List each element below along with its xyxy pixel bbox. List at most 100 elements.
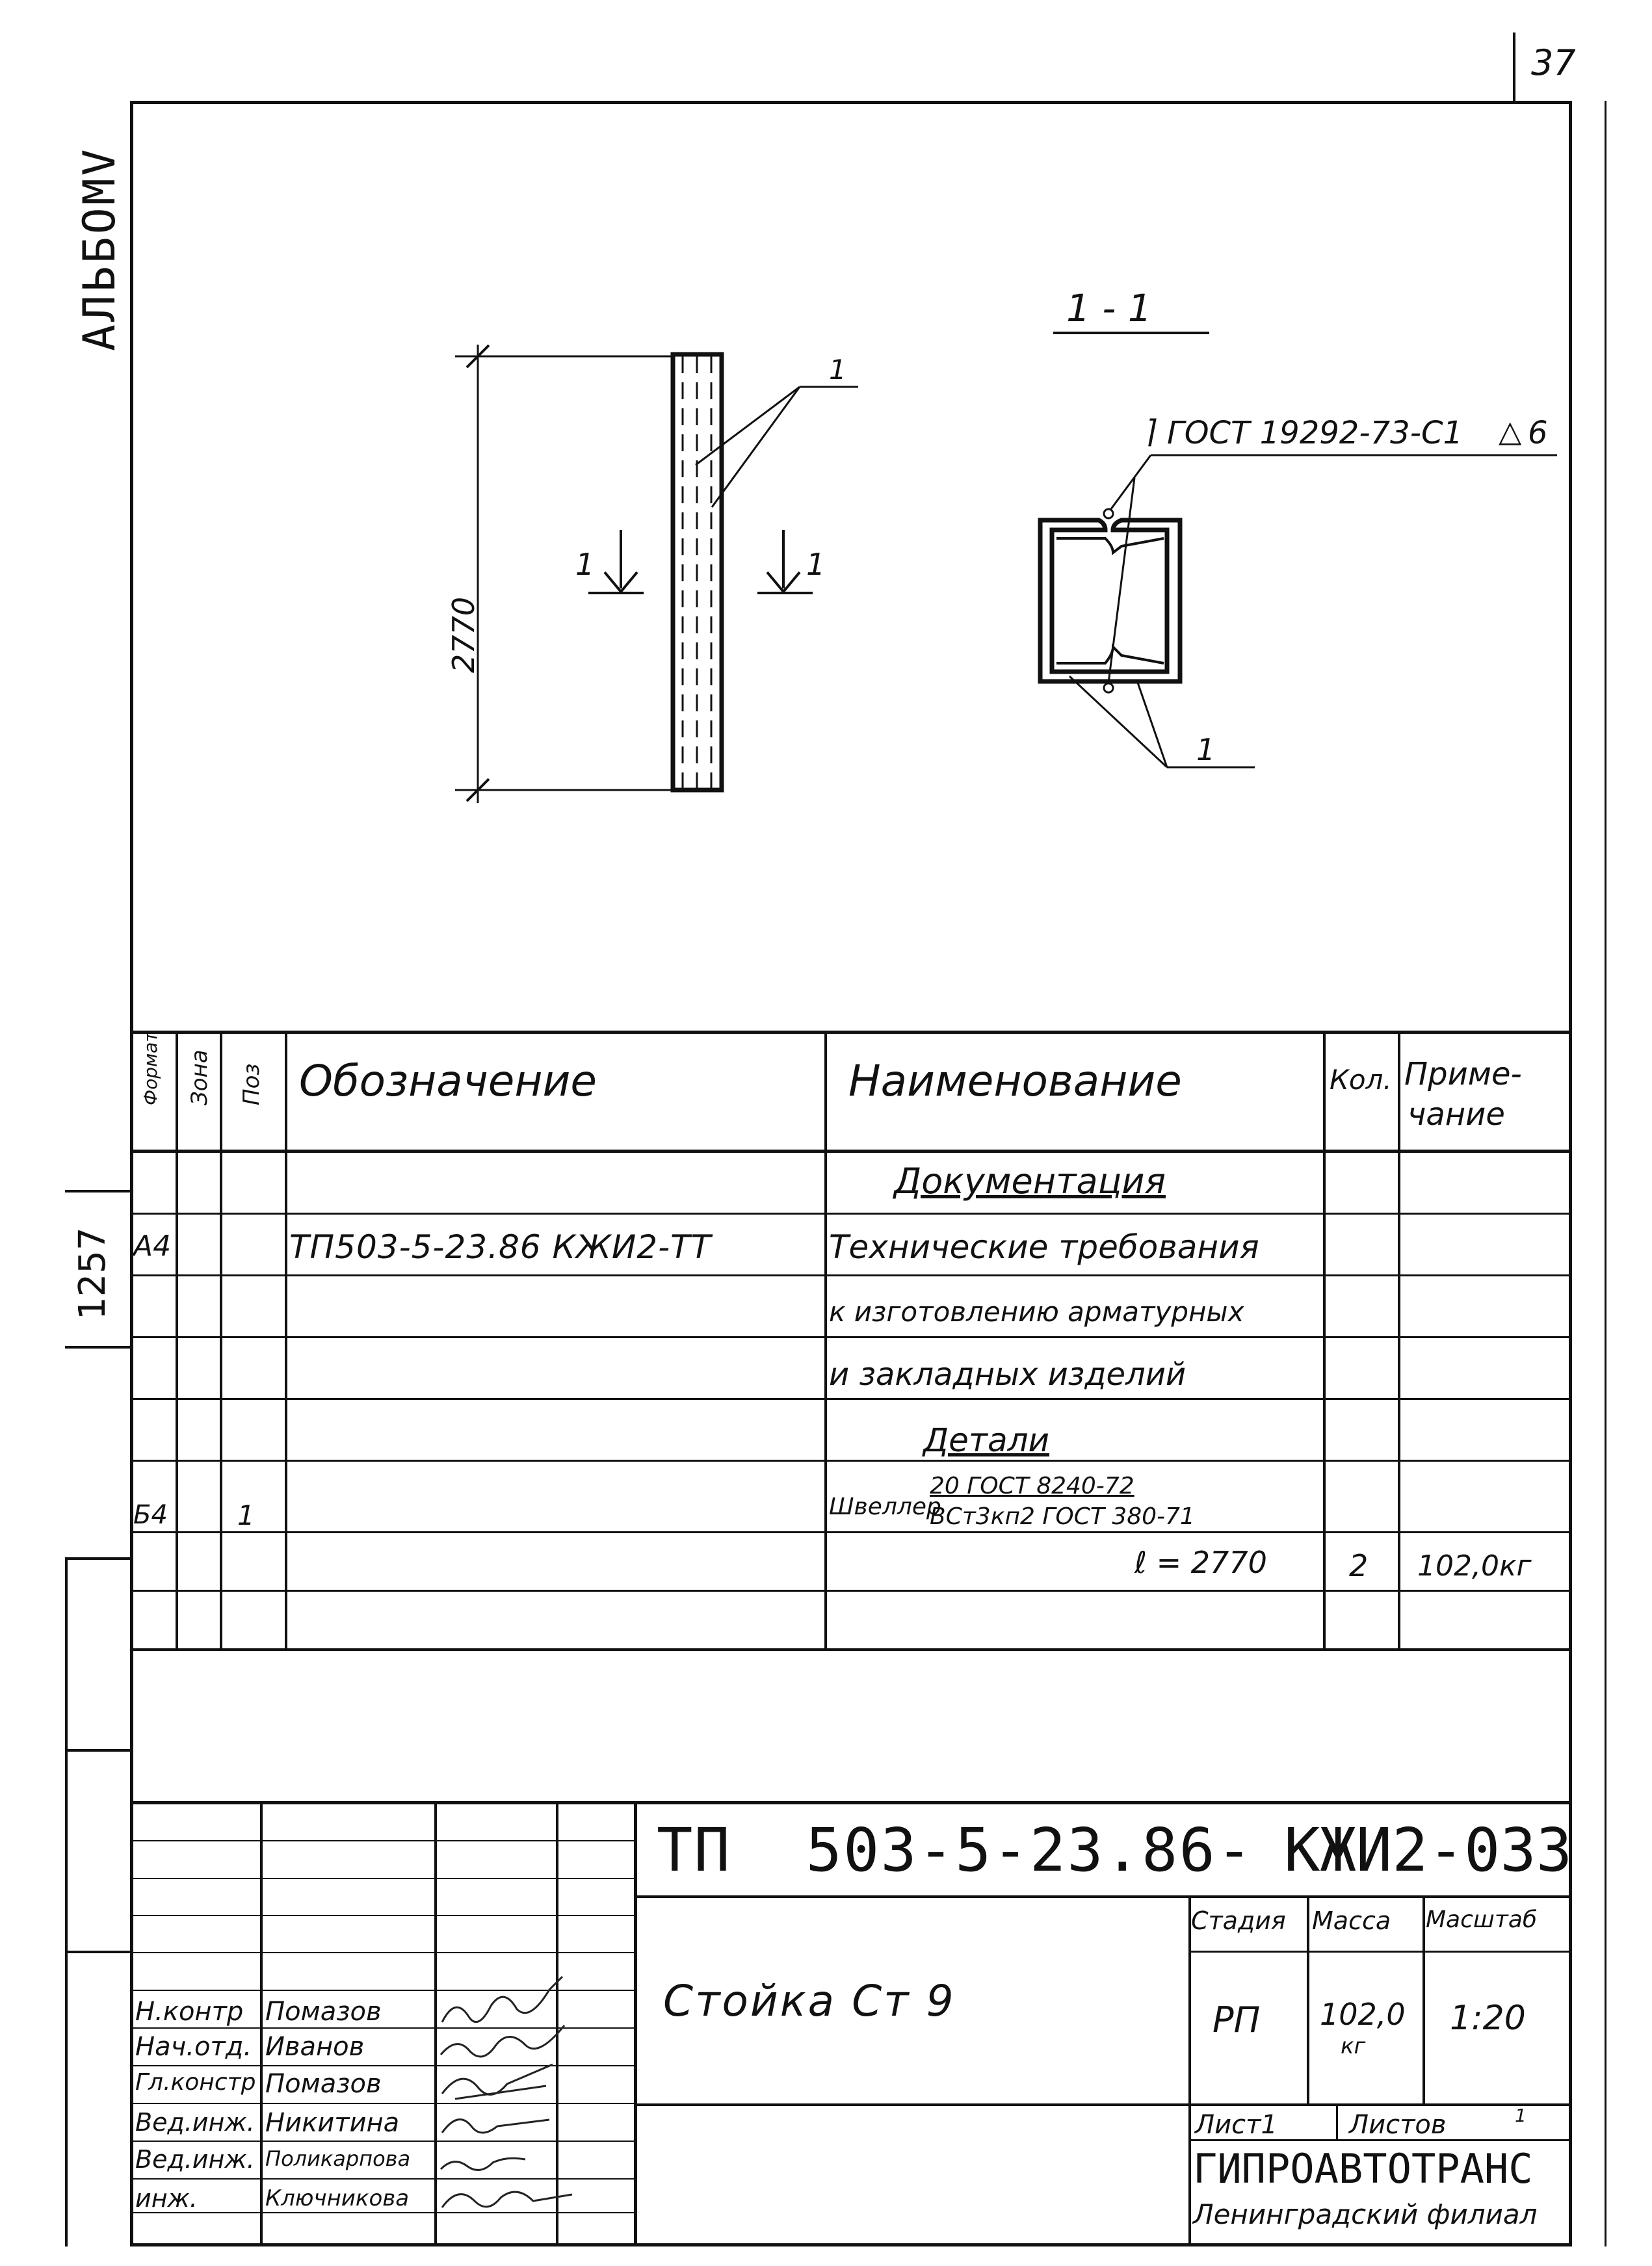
tb-line-stage — [1188, 1951, 1570, 1953]
section-mark-right: 1 — [806, 547, 826, 582]
outer-right-line — [1605, 101, 1606, 2246]
sig-row-10 — [130, 2178, 634, 2180]
section-documentation: Документация — [894, 1161, 1166, 1202]
section-mark-left: 1 — [575, 547, 595, 582]
det-name-prefix: Швеллер — [829, 1494, 941, 1520]
scale-value: 1:20 — [1450, 1999, 1526, 2038]
spec-col-5 — [1323, 1031, 1326, 1650]
drawing-svg — [455, 332, 1557, 803]
organization-branch: Ленинградский филиал — [1193, 2198, 1538, 2230]
det-length: ℓ = 2770 — [1134, 1545, 1267, 1580]
spec-row-line-7 — [130, 1590, 1570, 1592]
det-name-denominator: ВСт3кп2 ГОСТ 380-71 — [930, 1503, 1195, 1530]
sig-row-8 — [130, 2103, 634, 2104]
det-qty: 2 — [1349, 1548, 1369, 1583]
signer-role-5: Вед.инж. — [135, 2145, 255, 2174]
signer-name-3: Помазов — [265, 2069, 382, 2099]
header-format: Формат — [140, 1031, 161, 1105]
tb-col-stage — [1188, 1895, 1191, 2246]
document-code-left: ТП 503-5-23.86- — [657, 1815, 1254, 1885]
tb-col-scale — [1423, 1895, 1425, 2103]
spec-col-1 — [176, 1031, 178, 1650]
sig-row-6 — [130, 2027, 634, 2029]
header-name: Наименование — [848, 1056, 1182, 1106]
sig-row-7 — [130, 2065, 634, 2066]
tb-top-line — [130, 1801, 1570, 1804]
spec-row-line-1 — [130, 1213, 1570, 1215]
spec-col-2 — [220, 1031, 222, 1650]
sig-row-11 — [130, 2212, 634, 2213]
spec-col-4 — [824, 1031, 827, 1650]
signature-5 — [439, 2157, 526, 2171]
tb-col-mass — [1307, 1895, 1309, 2103]
sig-col-3 — [556, 1801, 558, 2246]
signer-name-6: Ключникова — [265, 2185, 410, 2211]
doc-name-2: к изготовлению арматурных — [829, 1296, 1244, 1328]
dimension-label: 2770 — [446, 596, 481, 673]
weld-triangle-icon: △ — [1499, 414, 1522, 449]
spec-row-line-8 — [130, 1648, 1570, 1651]
sig-col-1 — [260, 1801, 263, 2246]
sig-row-5 — [130, 1990, 634, 1991]
document-code-right: КЖИ2-033 — [1284, 1815, 1573, 1885]
organization: ГИПРОАВТОТРАНС — [1193, 2145, 1533, 2193]
header-qty: Кол. — [1330, 1064, 1392, 1096]
spec-col-3 — [285, 1031, 287, 1650]
header-note-2: чание — [1408, 1096, 1505, 1133]
side-divider-2 — [65, 1346, 130, 1349]
tb-col-main — [634, 1801, 637, 2246]
spec-col-6 — [1398, 1031, 1400, 1650]
side-divider-5 — [65, 1951, 130, 1953]
side-label-mid: 1257 — [72, 1227, 114, 1320]
spec-row-line-3 — [130, 1336, 1570, 1338]
signer-name-4: Никитина — [265, 2108, 400, 2138]
side-divider-4 — [65, 1749, 130, 1752]
signer-name-2: Иванов — [265, 2032, 365, 2062]
section-pos-label: 1 — [1196, 732, 1216, 767]
doc-name-3: и закладных изделий — [829, 1356, 1187, 1393]
mass-unit: кг — [1341, 2033, 1366, 2059]
doc-format: А4 — [133, 1230, 172, 1263]
header-zone: Зона — [187, 1049, 213, 1105]
page-number-box-line — [1513, 33, 1515, 104]
signer-role-4: Вед.инж. — [135, 2108, 255, 2137]
side-vertical-1 — [65, 1557, 68, 2246]
tb-line-code — [634, 1895, 1570, 1898]
signature-3 — [441, 2063, 553, 2100]
signature-2 — [439, 2025, 566, 2058]
doc-name-1: Технические требования — [829, 1228, 1259, 1266]
sig-row-2 — [130, 1878, 634, 1879]
frame-left-line — [130, 101, 133, 2246]
det-name-numerator: 20 ГОСТ 8240-72 — [930, 1473, 1134, 1499]
weld-flag-icon: ⌉ — [1144, 414, 1157, 450]
det-note: 102,0кг — [1417, 1549, 1532, 1583]
sig-row-1 — [130, 1840, 634, 1841]
weld-size: 6 — [1528, 415, 1548, 451]
det-format: Б4 — [133, 1500, 168, 1530]
side-divider-3 — [65, 1557, 130, 1560]
spec-row-line-6 — [130, 1531, 1570, 1533]
spec-row-line-5 — [130, 1460, 1570, 1462]
spec-top-line — [130, 1031, 1570, 1034]
signer-name-1: Помазов — [265, 1997, 382, 2027]
header-note-1: Приме- — [1404, 1056, 1522, 1092]
signature-1 — [441, 1975, 564, 2023]
signer-name-5: Поликарпова — [265, 2146, 411, 2171]
doc-designation: ТП503-5-23.86 КЖИ2-ТТ — [289, 1228, 712, 1266]
section-title: 1 - 1 — [1066, 286, 1152, 330]
signer-role-1: Н.контр — [135, 1997, 244, 2027]
frame-right-line — [1569, 101, 1572, 2246]
signature-6 — [441, 2191, 573, 2208]
frame-bottom-line — [130, 2243, 1572, 2246]
sig-row-9 — [130, 2141, 634, 2142]
section-view — [1038, 332, 1557, 769]
elevation-pos-label: 1 — [829, 354, 846, 386]
mass-label: Масса — [1312, 1906, 1391, 1935]
spec-row-line-4 — [130, 1398, 1570, 1400]
tb-line-org — [1188, 2139, 1570, 2141]
stage-value: РП — [1213, 1999, 1261, 2040]
elevation-view — [455, 344, 858, 803]
sig-col-2 — [434, 1801, 437, 2246]
tb-col-sheets — [1336, 2103, 1338, 2139]
sig-row-4 — [130, 1952, 634, 1953]
